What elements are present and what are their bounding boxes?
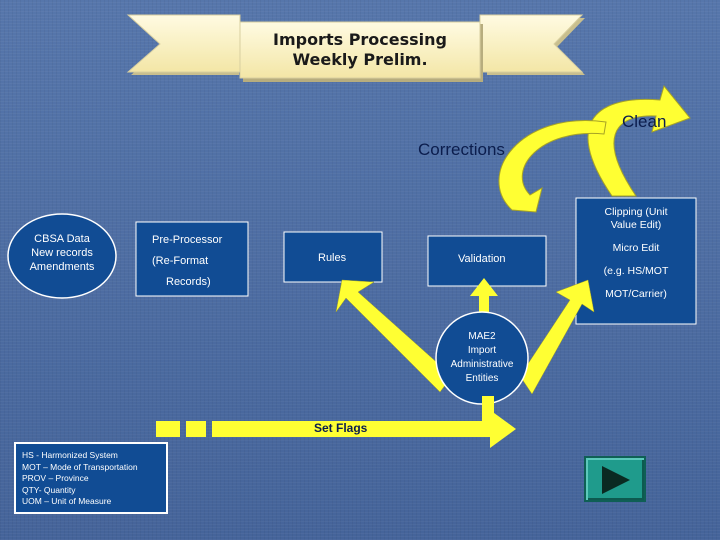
corrections-loop-arrow [498, 84, 691, 213]
cbsa-line-2: New records [31, 247, 93, 259]
mae2-line-1: MAE2 [468, 331, 496, 342]
cbsa-line-1: CBSA Data [34, 233, 90, 245]
mae2-to-validation-arrow [470, 278, 498, 332]
play-icon [602, 466, 630, 494]
title-line-2: Weekly Prelim. [292, 50, 428, 69]
mae2-line-2: Import [467, 345, 497, 356]
preprocessor-line-2: (Re-Format [152, 255, 209, 267]
title-line-1: Imports Processing [272, 30, 448, 49]
rules-text: Rules [318, 252, 347, 264]
validation-text: Validation [458, 253, 506, 265]
mae2-line-4: Entities [465, 373, 499, 384]
cbsa-data-node [7, 213, 117, 299]
set-flags-arrow [156, 396, 516, 448]
mae2-text: MAE2 Import Administrative Entities [436, 330, 528, 386]
cbsa-data-text: CBSA Data New records Amendments [14, 232, 110, 274]
title-banner [126, 14, 585, 82]
preprocessor-line-3: Records) [166, 276, 211, 288]
validation-node [427, 235, 547, 287]
preprocessor-line-1: Pre-Processor [152, 234, 223, 246]
clipping-text: Clipping (Unit Value Edit) Micro Edit (e… [576, 206, 696, 301]
preprocessor-node [135, 221, 249, 297]
clipping-line-1: Clipping (Unit [604, 206, 668, 218]
clean-label: Clean [622, 112, 667, 131]
next-slide-button[interactable] [584, 456, 646, 502]
clipping-line-3: Micro Edit [612, 242, 660, 254]
preprocessor-text: Pre-Processor (Re-Format Records) [152, 230, 222, 293]
clipping-line-2: Value Edit) [610, 219, 662, 231]
clipping-node [575, 197, 697, 325]
page-title: Imports Processing Weekly Prelim. [240, 30, 480, 70]
legend-item: HS - Harmonized System [22, 450, 118, 460]
abbreviation-legend: HS - Harmonized System MOT – Mode of Tra… [14, 442, 168, 514]
mae2-fanout-arrows [335, 279, 595, 395]
legend-item: MOT – Mode of Transportation [22, 461, 138, 472]
legend-item: UOM – Unit of Measure [22, 496, 112, 506]
rules-node [283, 231, 383, 283]
clipping-line-5: MOT/Carrier) [605, 288, 667, 300]
legend-item: PROV – Province [22, 473, 89, 483]
clipping-line-4: (e.g. HS/MOT [603, 265, 669, 277]
corrections-label: Corrections [418, 140, 505, 159]
legend-item: QTY- Quantity [22, 484, 76, 495]
mae2-line-3: Administrative [450, 359, 514, 370]
set-flags-label: Set Flags [314, 421, 368, 435]
cbsa-line-3: Amendments [29, 261, 95, 273]
